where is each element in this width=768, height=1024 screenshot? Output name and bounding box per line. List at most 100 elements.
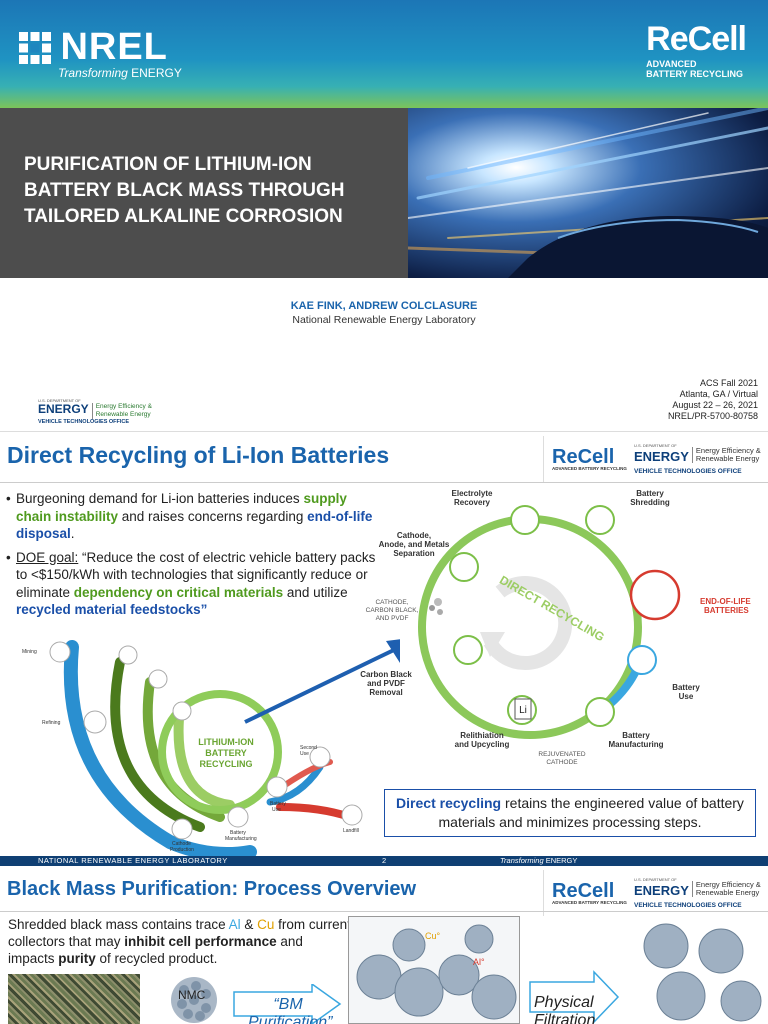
highlight-al: Al	[228, 917, 241, 932]
bullet-text: .	[70, 526, 75, 541]
recell-logo: ReCell ADVANCED BATTERY RECYCLING	[646, 20, 747, 79]
doe-small-text: U.S. DEPARTMENT OF	[38, 398, 81, 403]
doe-eere-text: Energy Efficiency & Renewable Energy	[691, 446, 768, 463]
title-line-3: TAILORED ALKALINE CORROSION	[24, 206, 343, 227]
label-mfg-2: Manufacturing	[608, 740, 663, 749]
li-element-label: Li	[519, 705, 527, 716]
label-battery-use-1: Battery	[672, 683, 700, 692]
footer-page-number: 2	[382, 856, 387, 865]
desc-text: &	[240, 917, 258, 932]
desc-text: Shredded black mass contains trace	[8, 917, 229, 932]
desc-text: of recycled product.	[95, 951, 218, 966]
label-battery-use-1: Battery	[270, 801, 286, 807]
nrel-logo-icon	[19, 31, 51, 64]
highlight-supply-chain: supply chain instability	[16, 491, 347, 524]
black-mass-cluster-panel: Cu° Al°	[348, 916, 520, 1024]
doe-logo-small: U.S. DEPARTMENT OF ENERGY Energy Efficie…	[634, 877, 768, 909]
direct-recycling-callout: Direct recycling retains the engineered …	[384, 789, 756, 837]
author-organization: National Renewable Energy Laboratory	[292, 314, 476, 326]
label-rejuv-1: REJUVENATED	[538, 751, 585, 758]
bm-purification-label: “BM Purification”	[248, 996, 333, 1024]
label-rejuv-2: CATHODE	[546, 759, 578, 766]
motion-car-photo	[408, 108, 768, 278]
slide-logo-bar: ReCell ADVANCED BATTERY RECYCLING U.S. D…	[543, 436, 768, 482]
footer-lab-name: NATIONAL RENEWABLE ENERGY LABORATORY	[38, 856, 228, 865]
label-landfill: Landfill	[343, 828, 359, 834]
label-battery-mfg-1: Battery	[230, 830, 246, 836]
author-block: KAE FINK, ANDREW COLCLASURE National Ren…	[0, 300, 768, 326]
label-separation-1: Cathode,	[397, 531, 431, 540]
label-second-use-2: Use	[300, 751, 309, 757]
recell-sub-small: ADVANCED BATTERY RECYCLING	[552, 465, 627, 471]
slide-logo-bar: ReCell ADVANCED BATTERY RECYCLING U.S. D…	[543, 870, 768, 916]
label-mining: Mining	[22, 649, 37, 655]
cycle-center-label: DIRECT RECYCLING	[497, 573, 607, 644]
bullet-text: and utilize	[283, 584, 348, 600]
slide-title: Direct Recycling of Li-Ion Batteries	[7, 442, 390, 468]
label-relith-2: and Upcycling	[455, 740, 510, 749]
label-direct: DIRECT RECYCLING	[195, 703, 245, 716]
label-electrolyte-1: Electrolyte	[452, 489, 493, 498]
doe-eere-text: Energy Efficiency & Renewable Energy	[91, 403, 158, 419]
doe-logo-small: U.S. DEPARTMENT OF ENERGY Energy Efficie…	[634, 443, 768, 475]
label-eol-1: END-OF-LIFE	[700, 597, 751, 606]
filtration-arrow-icon	[529, 970, 620, 1024]
label-cbp-3: AND PVDF	[376, 615, 409, 622]
recell-sub-advanced: ADVANCED	[646, 59, 697, 69]
doe-vto-text: VEHICLE TECHNOLOGIES OFFICE	[634, 468, 742, 475]
title-divider	[0, 482, 768, 483]
nrel-tagline-transforming: Transforming	[58, 66, 128, 80]
desc-text: and impacts	[8, 934, 303, 966]
black-mass-photo	[8, 974, 140, 1024]
slide-footer: NATIONAL RENEWABLE ENERGY LABORATORY 2 T…	[0, 856, 768, 866]
doe-logo-row-small: U.S. DEPARTMENT OF ENERGY Energy Efficie…	[634, 443, 768, 466]
doe-energy-word: ENERGY	[38, 402, 89, 416]
label-electrolyte-2: Recovery	[454, 498, 491, 507]
doe-small-text: U.S. DEPARTMENT OF	[634, 443, 677, 448]
li-element-icon	[514, 698, 532, 720]
label-battery-use-2: Use	[272, 807, 281, 813]
motion-blur-streaks	[408, 108, 768, 278]
physical-filtration-label: Physical Filtration	[534, 994, 596, 1024]
recell-wordmark-small: ReCell	[552, 879, 615, 902]
presentation-title: PURIFICATION OF LITHIUM-ION BATTERY BLAC…	[24, 152, 404, 230]
doe-energy-word: ENERGY	[634, 883, 689, 898]
recell-logo-small: ReCell ADVANCED BATTERY RECYCLING	[552, 445, 630, 471]
label-refining: Refining	[42, 720, 61, 726]
recell-sub-small: ADVANCED BATTERY RECYCLING	[552, 899, 627, 905]
nmc-label: NMC	[178, 988, 206, 1002]
nmc-particle-icon	[171, 977, 217, 1023]
center-label-2: BATTERY	[205, 748, 247, 758]
label-carbon-1: Carbon Black	[360, 670, 412, 679]
label-pyro: PYRO PROCESS RECYCLING	[140, 638, 211, 651]
label-relith-1: Relithiation	[460, 731, 504, 740]
label-shredding-2: Shredding	[630, 498, 670, 507]
doe-stack: U.S. DEPARTMENT OF ENERGY	[634, 877, 689, 900]
label-hydro: HYDRO PROCESS RECYCLING	[168, 673, 243, 684]
doe-energy-word: ENERGY	[634, 449, 689, 464]
lithium-ion-recycling-diagram: Mining Refining Second Use Battery Use L…	[22, 638, 400, 857]
label-battery-mfg-2: Manufacturing	[225, 836, 257, 842]
doe-logo-row: ENERGY Energy Efficiency & Renewable Ene…	[38, 403, 158, 419]
bullet-text: “Reduce the cost of electric vehicle bat…	[16, 549, 376, 600]
doe-vto-text: VEHICLE TECHNOLOGIES OFFICE	[634, 902, 742, 909]
bullet-text: and raises concerns regarding	[118, 508, 308, 524]
center-label-3: RECYCLING	[199, 759, 252, 769]
title-line-2: BATTERY BLACK MASS THROUGH	[24, 180, 345, 201]
cu-particle-label: Cu°	[425, 931, 441, 941]
doe-vto-text: VEHICLE TECHNOLOGIES OFFICE	[38, 419, 130, 425]
label-second-use-1: Second	[300, 745, 317, 751]
label-separation-3: Separation	[393, 549, 434, 558]
conference-location: Atlanta, GA / Virtual	[679, 389, 758, 399]
black-mass-description: Shredded black mass contains trace Al & …	[8, 916, 353, 967]
doe-logo-text: U.S. DEPARTMENT OF ENERGY Energy Efficie…	[38, 398, 158, 425]
doe-eere-text: Energy Efficiency & Renewable Energy	[691, 880, 768, 897]
report-number: NREL/PR-5700-80758	[667, 411, 758, 421]
cycle-arrow-icon	[480, 632, 505, 657]
doe-stack: U.S. DEPARTMENT OF ENERGY	[634, 443, 689, 466]
arrow-head-icon	[386, 639, 400, 663]
direct-recycling-slide: Direct Recycling of Li-Ion Batteries ReC…	[0, 431, 768, 866]
bullet-doe-goal: DOE goal: “Reduce the cost of electric v…	[6, 549, 378, 619]
recell-wordmark-small: ReCell	[552, 445, 615, 468]
title-line-1: PURIFICATION OF LITHIUM-ION	[24, 154, 312, 175]
